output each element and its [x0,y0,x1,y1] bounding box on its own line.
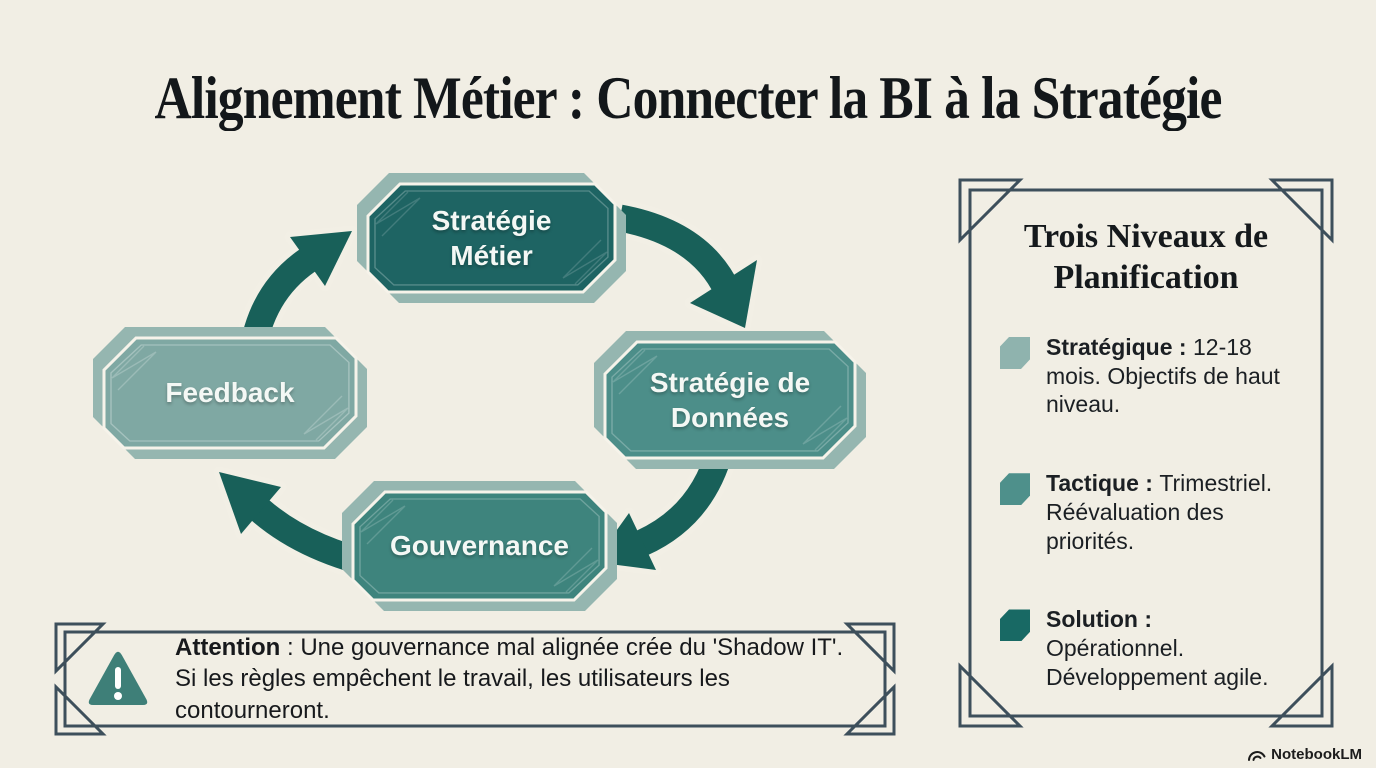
node-shape [342,481,617,611]
cube-icon [1000,609,1030,642]
node-feedback: Feedback [92,326,368,460]
arrow-top-right-icon [616,199,763,334]
list-item-solution: Solution : Opérationnel. Développement a… [1000,605,1292,691]
panel-title: Trois Niveaux de Planification [1023,218,1269,297]
warning-triangle-icon [88,651,148,705]
node-shape [93,327,367,459]
panel-frame [958,178,1334,728]
list-item-strategique: Stratégique : 12-18 mois. Objectifs de h… [1000,333,1292,419]
node-shape [594,331,866,469]
list-item-text: Stratégique : 12-18 mois. Objectifs de h… [1046,333,1280,418]
list-item-text: Solution : Opérationnel. Développement a… [1046,606,1269,690]
list-item-text: Tactique : Trimestriel. Réévaluation des… [1046,470,1273,554]
warning-frame [54,622,896,736]
node-label: Feedback [165,377,295,409]
warning-box: Attention : Une gouvernance mal alignée … [53,622,897,736]
node-strategie-donnees: Stratégie de Données [593,330,867,470]
panel-items: Stratégique : 12-18 mois. Objectifs de h… [1000,333,1292,692]
page-title: Alignement Métier : Connecter la BI à la… [154,65,1222,131]
node-gouvernance: Gouvernance [341,480,618,612]
node-strategie-metier: Stratégie Métier [356,172,627,304]
list-item-tactique: Tactique : Trimestriel. Réévaluation des… [1000,469,1292,555]
node-label: Stratégie Métier [431,204,552,271]
warning-content: Attention : Une gouvernance mal alignée … [67,634,883,724]
warning-text: Attention : Une gouvernance mal alignée … [175,634,844,724]
notebooklm-watermark: NotebookLM [1247,746,1362,763]
node-label: Stratégie de Données [649,366,811,433]
brand-label: NotebookLM [1271,746,1362,763]
node-shape [357,173,626,303]
notebooklm-logo-icon [1248,751,1266,761]
cube-icon [1000,473,1030,506]
panel-content: Trois Niveaux de Planification Stratégiq… [970,190,1322,716]
cube-icon [1000,336,1030,369]
planning-levels-panel: Trois Niveaux de Planification Stratégiq… [956,176,1336,730]
node-label: Gouvernance [390,530,569,562]
